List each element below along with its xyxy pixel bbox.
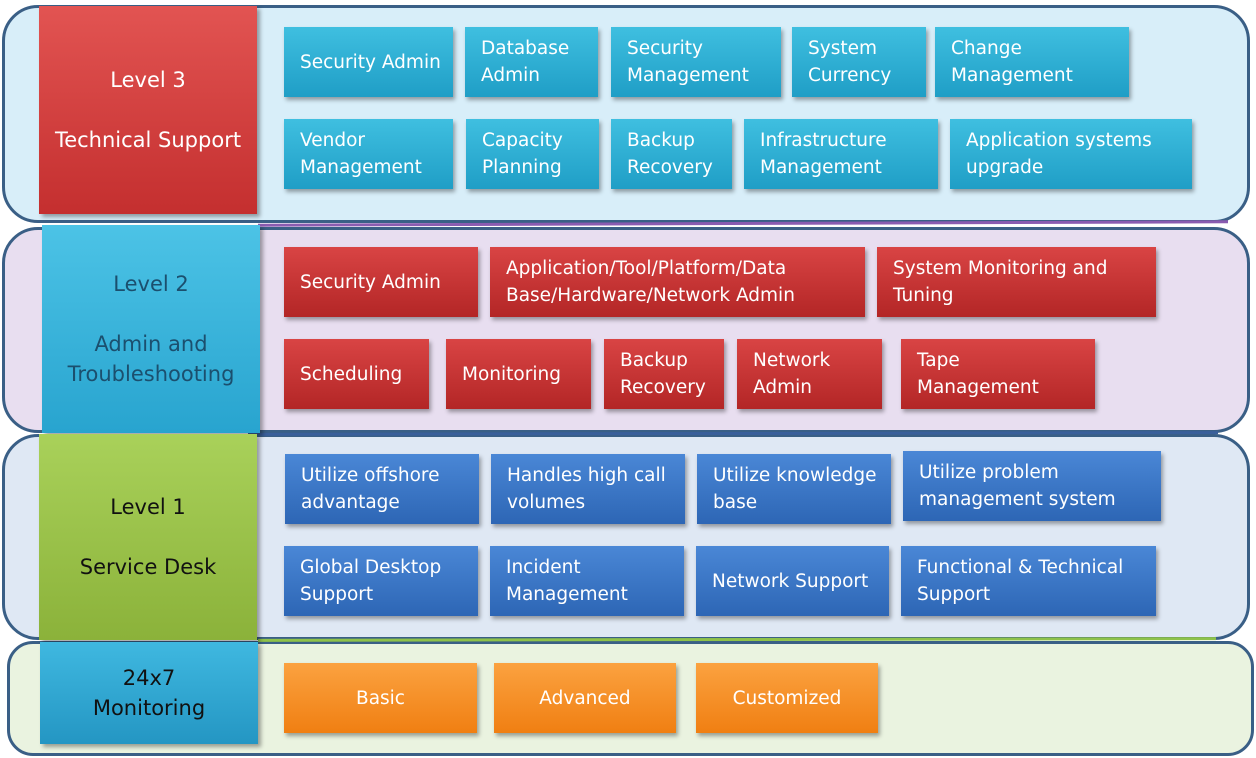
l1-box-offshore-advantage: Utilize offshore advantage: [285, 454, 479, 524]
tier-name-label-2: Troubleshooting: [67, 362, 235, 386]
l1-box-knowledge-base: Utilize knowledge base: [697, 454, 891, 524]
monitoring-box-basic: Basic: [284, 663, 477, 733]
level-2-tier: Level 2 Admin and Troubleshooting: [42, 225, 260, 433]
tier-level-label: Level 2: [113, 272, 189, 296]
l2-box-scheduling: Scheduling: [284, 339, 429, 409]
l2-box-platform-admin: Application/Tool/Platform/Data Base/Hard…: [490, 247, 865, 317]
l3-box-application-upgrade: Application systems upgrade: [950, 119, 1192, 189]
l1-box-high-call-volumes: Handles high call volumes: [491, 454, 685, 524]
l3-box-security-admin: Security Admin: [284, 27, 453, 97]
monitoring-tier: 24x7 Monitoring: [40, 642, 258, 744]
l3-box-change-management: Change Management: [935, 27, 1129, 97]
level-1-tier: Level 1 Service Desk: [39, 434, 257, 640]
l3-box-vendor-management: Vendor Management: [284, 119, 453, 189]
tier-name-label: Monitoring: [92, 696, 206, 720]
l3-box-database-admin: Database Admin: [465, 27, 598, 97]
l3-box-backup-recovery: Backup Recovery: [611, 119, 732, 189]
l1-box-functional-technical-support: Functional & Technical Support: [901, 546, 1156, 616]
l2-box-monitoring: Monitoring: [446, 339, 591, 409]
l2-box-network-admin: Network Admin: [737, 339, 882, 409]
l1-box-incident-management: Incident Management: [490, 546, 684, 616]
l2-box-backup-recovery: Backup Recovery: [604, 339, 724, 409]
l3-box-capacity-planning: Capacity Planning: [466, 119, 599, 189]
tier-name-label-1: Admin and: [94, 332, 208, 356]
l2-box-tape-management: Tape Management: [901, 339, 1095, 409]
tier-name-label: Technical Support: [54, 128, 242, 152]
tier-level-label: Level 1: [110, 495, 186, 519]
l2-box-security-admin: Security Admin: [284, 247, 478, 317]
l1-box-problem-management: Utilize problem management system: [903, 451, 1161, 521]
monitoring-box-advanced: Advanced: [494, 663, 676, 733]
l3-box-infrastructure-management: Infrastructure Management: [744, 119, 938, 189]
l2-box-system-monitoring: System Monitoring and Tuning: [877, 247, 1156, 317]
l1-box-global-desktop-support: Global Desktop Support: [284, 546, 478, 616]
tier-level-label: 24x7: [122, 666, 176, 690]
monitoring-box-customized: Customized: [696, 663, 878, 733]
tier-level-label: Level 3: [110, 68, 186, 92]
level-3-tier: Level 3 Technical Support: [39, 6, 257, 214]
l3-box-security-management: Security Management: [611, 27, 781, 97]
l3-box-system-currency: System Currency: [792, 27, 926, 97]
tier-name-label: Service Desk: [79, 555, 217, 579]
l1-box-network-support: Network Support: [696, 546, 889, 616]
